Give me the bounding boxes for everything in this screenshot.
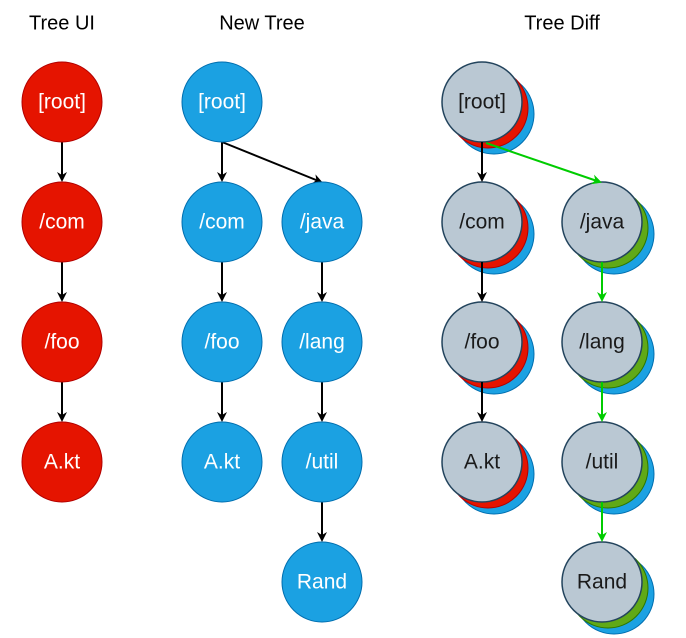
svg-text:/lang: /lang	[579, 331, 625, 354]
diff-node-root: [root]	[441, 61, 535, 155]
new-node-akt: A.kt	[181, 421, 263, 503]
svg-text:/util: /util	[306, 451, 339, 474]
diff-node-lang: /lang	[561, 301, 655, 395]
svg-text:/lang: /lang	[299, 331, 345, 354]
diff-edges	[477, 142, 607, 542]
svg-text:[root]: [root]	[38, 91, 86, 114]
new-node-root: [root]	[181, 61, 263, 143]
diff-node-akt: A.kt	[441, 421, 535, 515]
diff-node-util: /util	[561, 421, 655, 515]
new-node-java: /java	[281, 181, 363, 263]
svg-text:A.kt: A.kt	[44, 451, 80, 474]
tree-diff-title: Tree Diff	[524, 12, 600, 34]
svg-text:Rand: Rand	[297, 571, 347, 594]
tree-ui-title: Tree UI	[29, 12, 95, 34]
nodes: [root] /com /foo A.kt [root] /com /java	[21, 61, 655, 635]
ui-node-akt: A.kt	[21, 421, 103, 503]
svg-text:/com: /com	[39, 211, 85, 234]
svg-text:[root]: [root]	[198, 91, 246, 114]
diff-node-foo: /foo	[441, 301, 535, 395]
new-node-com: /com	[181, 181, 263, 263]
svg-text:[root]: [root]	[458, 91, 506, 114]
ui-node-root: [root]	[21, 61, 103, 143]
edge-new-root-java	[221, 141, 323, 184]
svg-text:Rand: Rand	[577, 571, 627, 594]
new-node-rand: Rand	[281, 541, 363, 623]
edges	[57, 141, 327, 542]
svg-text:/util: /util	[586, 451, 619, 474]
svg-text:/foo: /foo	[44, 331, 79, 354]
new-node-foo: /foo	[181, 301, 263, 383]
ui-node-com: /com	[21, 181, 103, 263]
edge-diff-root-java	[485, 142, 602, 185]
new-node-util: /util	[281, 421, 363, 503]
diff-node-java: /java	[561, 181, 655, 275]
svg-text:/foo: /foo	[204, 331, 239, 354]
svg-text:/com: /com	[459, 211, 505, 234]
svg-text:/java: /java	[300, 211, 345, 234]
new-node-lang: /lang	[281, 301, 363, 383]
new-tree-title: New Tree	[219, 12, 305, 34]
ui-node-foo: /foo	[21, 301, 103, 383]
diff-node-rand: Rand	[561, 541, 655, 635]
svg-text:/java: /java	[580, 211, 625, 234]
diff-node-com: /com	[441, 181, 535, 275]
svg-text:A.kt: A.kt	[204, 451, 240, 474]
svg-text:/foo: /foo	[464, 331, 499, 354]
svg-text:/com: /com	[199, 211, 245, 234]
svg-text:A.kt: A.kt	[464, 451, 500, 474]
